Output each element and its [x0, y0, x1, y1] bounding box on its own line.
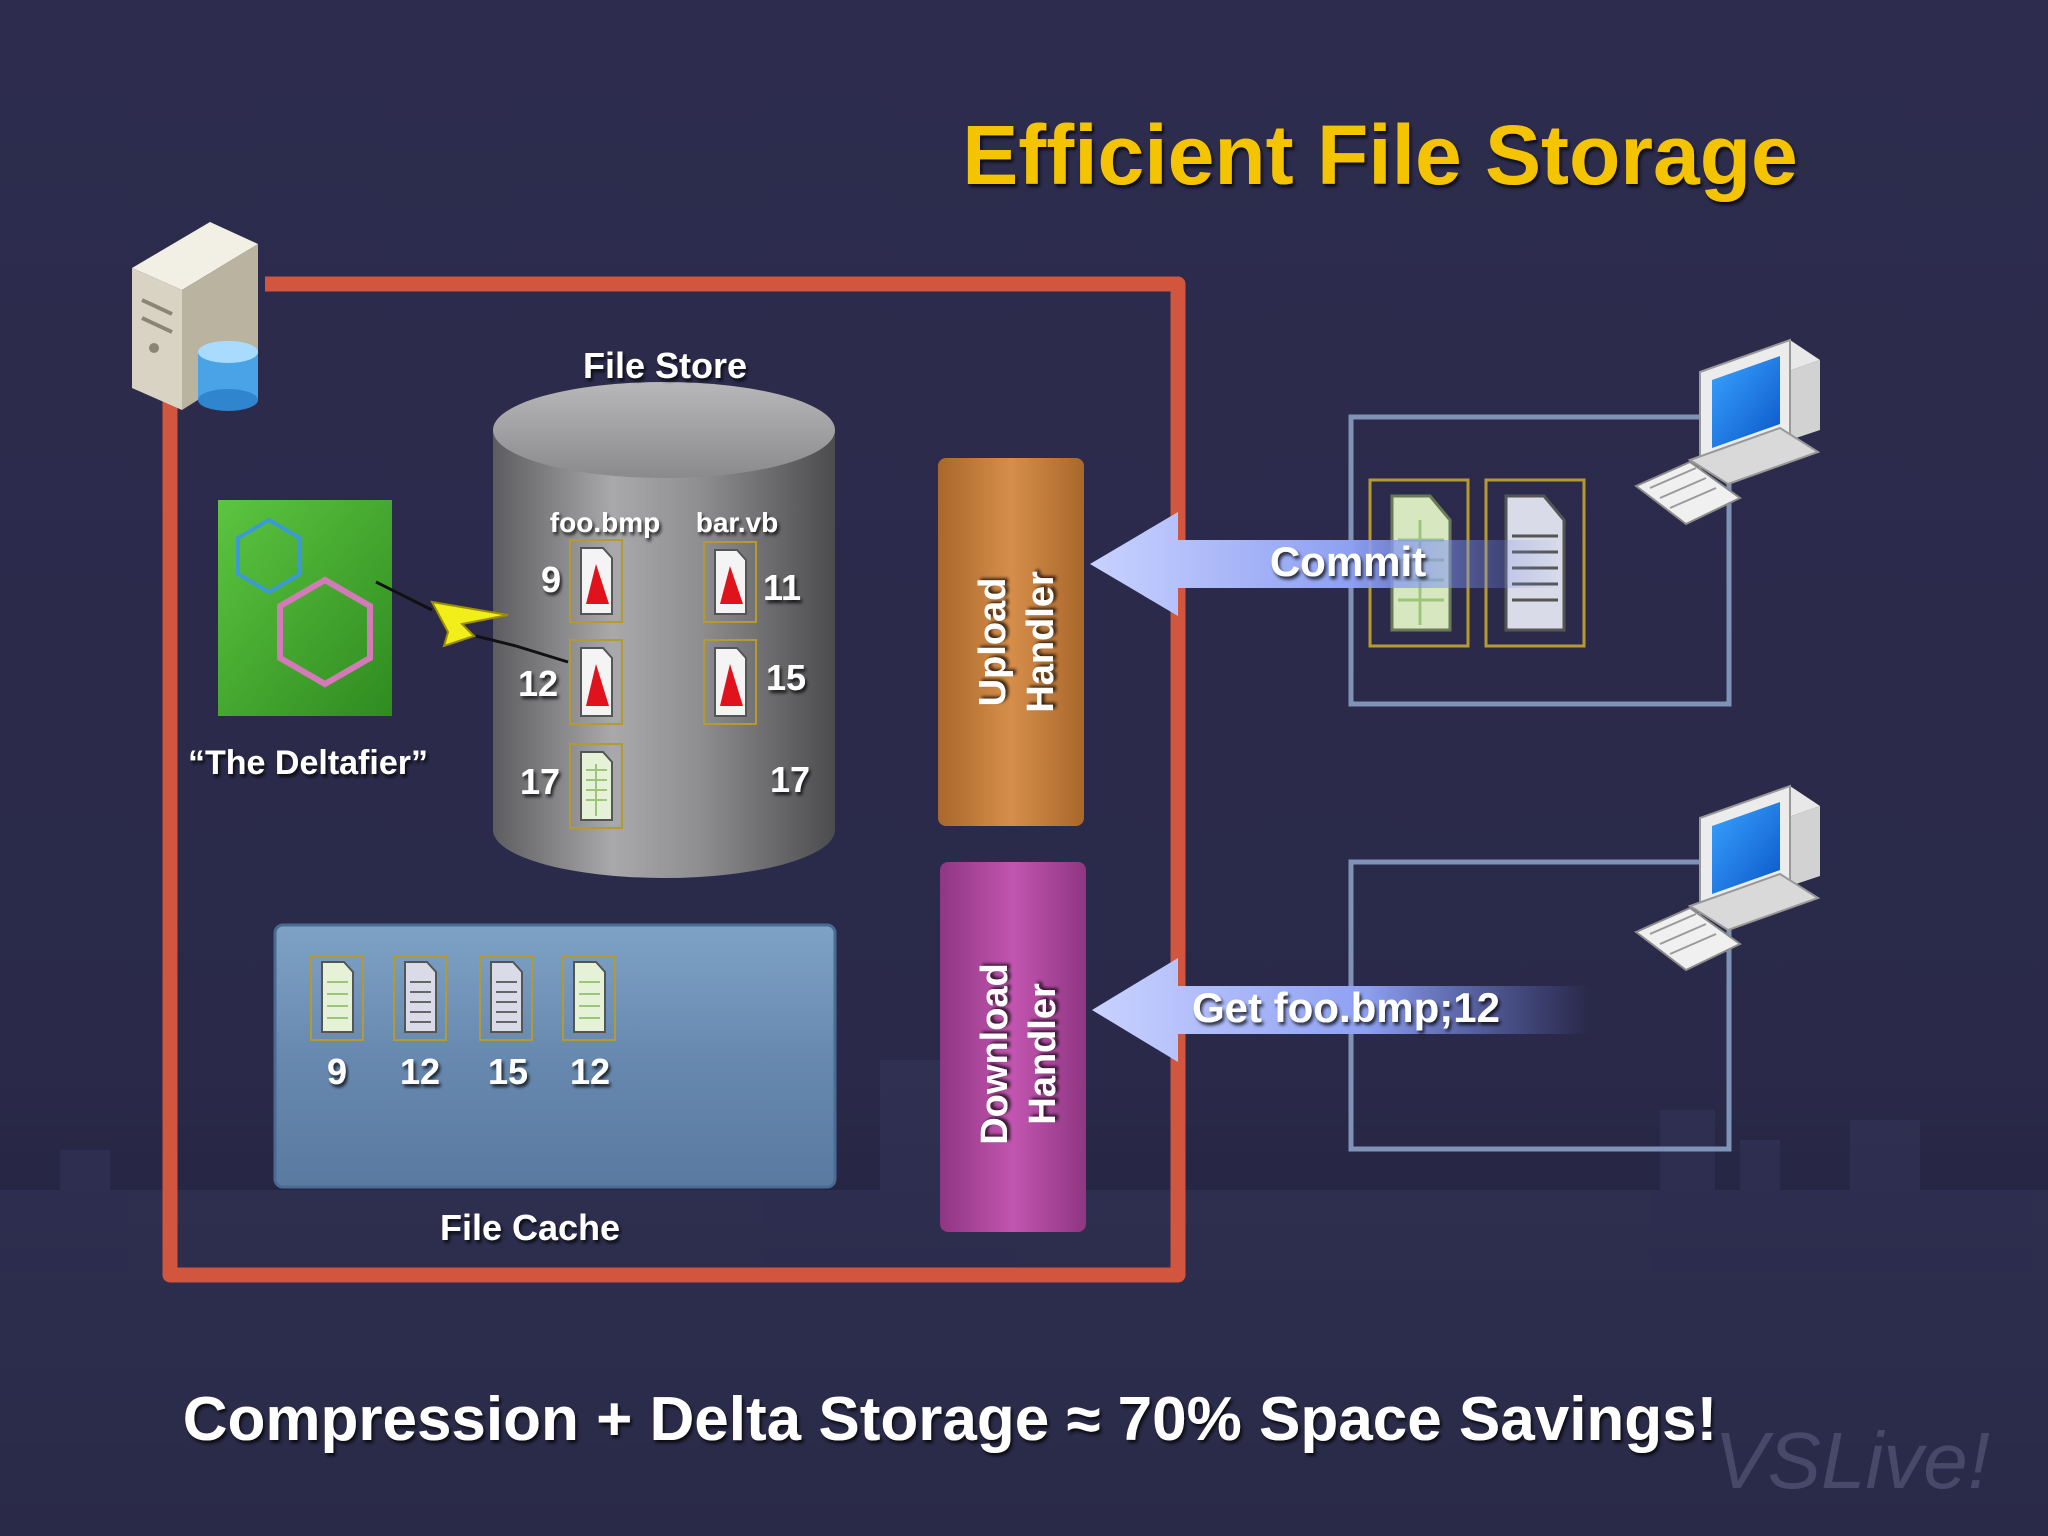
file-cache-label: File Cache	[440, 1207, 620, 1248]
cache-version-9: 9	[327, 1051, 347, 1092]
server-boundary	[162, 276, 1186, 1283]
deltafier-label: “The Deltafier”	[188, 744, 428, 782]
cache-version-12: 12	[400, 1051, 440, 1092]
brand-watermark: VSLive!	[1714, 1416, 1990, 1505]
download-handler-box	[940, 862, 1086, 1232]
slide-title: Efficient File Storage	[962, 108, 1798, 202]
download-handler-line-1: Download	[974, 963, 1016, 1145]
commit-arrow	[1090, 512, 1560, 616]
foo-version-17: 17	[520, 761, 560, 802]
cache-version-12-document-icon	[393, 955, 447, 1041]
file-name-bar: bar.vb	[696, 507, 778, 538]
bar-version-11: 11	[763, 567, 801, 608]
cache-version-9-document-icon	[310, 955, 364, 1041]
foo-version-17-document-icon	[569, 743, 623, 829]
get-arrow	[1092, 958, 1590, 1062]
file-store-cylinder	[493, 382, 835, 878]
file-store-label: File Store	[583, 345, 747, 386]
foo-version-12-document-icon	[569, 639, 623, 725]
download-handler-label: Download Handler	[974, 963, 1064, 1145]
commit-label: Commit	[1270, 538, 1426, 585]
server-icon	[132, 222, 258, 411]
foo-version-9: 9	[541, 559, 561, 600]
file-cache-box	[273, 923, 837, 1189]
download-handler-line-2: Handler	[1022, 983, 1064, 1125]
cache-version-12b-document-icon	[562, 955, 616, 1041]
cache-version-15: 15	[488, 1051, 528, 1092]
cache-version-12b: 12	[570, 1051, 610, 1092]
client-2-computer-icon	[1634, 784, 1821, 972]
upload-handler-label: Upload Handler	[972, 571, 1062, 713]
upload-handler-line-1: Upload	[972, 578, 1014, 707]
lightning-bolt-icon	[375, 580, 569, 664]
upload-handler-line-2: Handler	[1020, 571, 1062, 713]
cache-version-15-document-icon	[479, 955, 533, 1041]
foo-version-9-document-icon	[569, 539, 623, 623]
deltafier-icon	[218, 500, 392, 716]
client-1-computer-icon	[1634, 338, 1821, 526]
file-name-foo: foo.bmp	[550, 507, 660, 538]
upload-handler-box	[938, 458, 1084, 826]
get-label: Get foo.bmp;12	[1192, 984, 1500, 1031]
foo-version-12: 12	[518, 663, 558, 704]
bar-version-15: 15	[766, 657, 806, 698]
bar-version-17: 17	[770, 759, 810, 800]
footer-statement: Compression + Delta Storage ≈ 70% Space …	[183, 1385, 1718, 1454]
bar-version-15-document-icon	[703, 639, 757, 725]
bar-version-11-document-icon	[703, 541, 757, 623]
